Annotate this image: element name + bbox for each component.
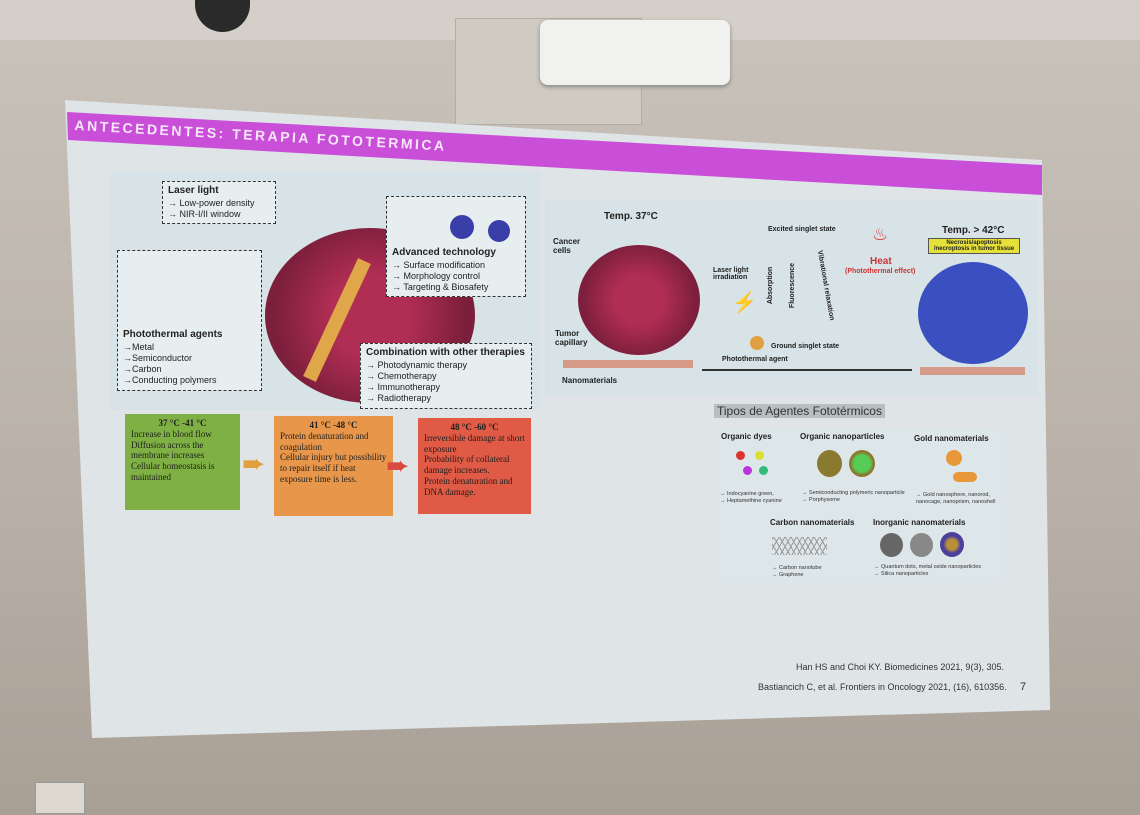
advanced-item: → Morphology control: [392, 270, 481, 281]
types-title: Tipos de Agentes Fototérmicos: [714, 404, 885, 418]
dyes-items: → Indocyanine green,→ Heptamethine cyani…: [720, 491, 782, 504]
citation-2: Bastiancich C, et al. Frontiers in Oncol…: [758, 682, 1007, 692]
heat-sub-label: (Photothermal effect): [845, 268, 916, 275]
combination-item: → Immunotherapy: [366, 382, 441, 392]
gold-np-icon: [946, 450, 962, 466]
type-item: nanocage, nanoprism, nanoshell: [916, 498, 996, 505]
type-item: → Heptamethine cyanine: [720, 497, 782, 504]
absorption-label: Absorption: [767, 266, 775, 305]
dye-red: [736, 451, 745, 460]
gold-rod-icon: [953, 472, 977, 482]
type-item: → Graphene: [772, 571, 804, 578]
cancer-cells-label: Cancer cells: [553, 237, 581, 255]
nanoparticle-icon: [450, 215, 474, 239]
carbon-lattice-icon: [772, 537, 827, 555]
type-item: → Quantum dots, metal oxide nanoparticle…: [874, 564, 982, 570]
inorganic-items: → Quantum dots, metal oxide nanoparticle…: [874, 564, 981, 577]
tumor-42c-illustration: [918, 262, 1028, 364]
fluorescence-label: Fluorescence: [789, 262, 797, 309]
gold-items: → Gold nanosphere, nanorod,nanocage, nan…: [916, 492, 996, 505]
agents-item: →Carbon: [123, 364, 162, 374]
agents-title: Photothermal agents: [123, 329, 223, 340]
nanomaterials-label: Nanomaterials: [562, 376, 618, 385]
photothermal-agent-dot: [750, 336, 764, 350]
capillary-bar: [920, 367, 1025, 375]
advanced-technology-box: Advanced technology → Surface modificati…: [386, 196, 526, 298]
category-gold: Gold nanomaterials: [914, 434, 989, 443]
temp-item: Increase in blood flow: [131, 428, 212, 439]
category-organic-nanoparticles: Organic nanoparticles: [800, 432, 885, 441]
capillary-bar: [563, 360, 693, 368]
temp-item: Cellular homeostasis is maintained: [131, 461, 215, 482]
combination-title: Combination with other therapies: [366, 347, 525, 358]
temp-item: Diffusion across the membrane increases: [131, 439, 205, 461]
laser-item: → Low-power density: [168, 197, 255, 208]
organic-np-icon: [849, 450, 875, 477]
temp-item: Protein denaturation and coagulation: [280, 430, 369, 452]
agents-item: →Semiconductor: [123, 352, 193, 363]
type-item: → Indocyanine green,: [720, 491, 774, 497]
combination-item: → Chemotherapy: [366, 370, 437, 381]
agents-item: →Conducting polymers: [123, 375, 217, 386]
wall-socket: [35, 782, 85, 814]
page-number: 7: [1020, 681, 1027, 693]
photothermal-agent-arrow: [702, 369, 912, 371]
laser-light-box: Laser light → Low-power density → NIR-I/…: [162, 181, 276, 224]
laser-item: → NIR-I/II window: [168, 208, 241, 219]
citation-1: Han HS and Choi KY. Biomedicines 2021, 9…: [796, 662, 1004, 672]
type-item: → Porphysome: [802, 496, 840, 503]
temp-box-orange: 41 °C -48 °C Protein denaturation and co…: [274, 416, 393, 516]
combination-therapies-box: Combination with other therapies → Photo…: [360, 343, 532, 409]
temp-end-label: Temp. > 42°C: [942, 225, 1005, 236]
heat-label: Heat: [870, 256, 892, 267]
combination-item: → Photodynamic therapy: [366, 359, 468, 370]
temp-start-label: Temp. 37°C: [604, 211, 658, 222]
dye-purple: [743, 466, 752, 475]
heat-icon: ♨: [872, 224, 889, 244]
carbon-items: → Carbon nanotube→ Graphene: [772, 565, 822, 578]
organic-np-icon: [817, 450, 842, 477]
inorganic-np-icon: [880, 533, 903, 557]
type-item: → Silica nanoparticles: [874, 570, 929, 577]
lightning-icon: ⚡: [732, 292, 757, 314]
inorganic-np-icon: [910, 533, 933, 557]
category-inorganic: Inorganic nanomaterials: [873, 518, 966, 527]
inorganic-np-icon: [940, 532, 964, 557]
arrow-right-icon: ➨: [242, 448, 266, 479]
ground-state-label: Ground singlet state: [771, 343, 840, 350]
temp-range: 41 °C -48 °C: [309, 420, 358, 430]
advanced-item: → Surface modification: [392, 259, 486, 270]
tumor-capillary-label: Tumor capillary: [555, 329, 588, 347]
temp-range: 48 °C -60 °C: [450, 422, 499, 432]
agents-item: →Metal: [123, 341, 155, 352]
laser-irradiation-label: Laser light irradiation: [713, 267, 749, 281]
dye-green: [759, 466, 768, 475]
temp-item: Protein denaturation and DNA damage.: [424, 475, 513, 497]
temp-range: 37 °C -41 °C: [158, 418, 207, 428]
photothermal-agents-box: Photothermal agents →Metal →Semiconducto…: [117, 250, 262, 391]
type-item: → Semiconducting polymeric nanoparticle: [802, 490, 905, 496]
temp-item: Irreversible damage at short exposure: [424, 432, 525, 454]
advanced-title: Advanced technology: [392, 247, 496, 258]
category-organic-dyes: Organic dyes: [721, 432, 772, 441]
tumor-37c-illustration: [578, 245, 700, 355]
photothermal-agent-label: Photothermal agent: [722, 356, 788, 363]
category-carbon: Carbon nanomaterials: [770, 518, 855, 527]
combination-item: → Radiotherapy: [366, 393, 432, 404]
organic-np-items: → Semiconducting polymeric nanoparticle→…: [802, 490, 905, 503]
temp-item: Cellular injury but possibility to repai…: [280, 452, 387, 484]
temp-box-red: 48 °C -60 °C Irreversible damage at shor…: [418, 418, 531, 514]
excited-state-label: Excited singlet state: [768, 226, 836, 233]
laser-title: Laser light: [168, 185, 219, 196]
type-item: → Gold nanosphere, nanorod,: [916, 492, 990, 498]
temp-box-green: 37 °C -41 °C Increase in blood flow Diff…: [125, 414, 240, 510]
type-item: → Carbon nanotube: [772, 565, 822, 571]
dye-yellow: [755, 451, 764, 460]
temp-item: Probability of collateral damage increas…: [424, 454, 510, 476]
arrow-right-icon: ➨: [386, 450, 410, 481]
projector: [540, 20, 730, 85]
advanced-item: → Targeting & Biosafety: [392, 282, 489, 292]
nanoparticle-icon: [488, 220, 510, 242]
necrosis-label: Necrosis/apoptosis /necroptosis in tumor…: [928, 238, 1020, 254]
